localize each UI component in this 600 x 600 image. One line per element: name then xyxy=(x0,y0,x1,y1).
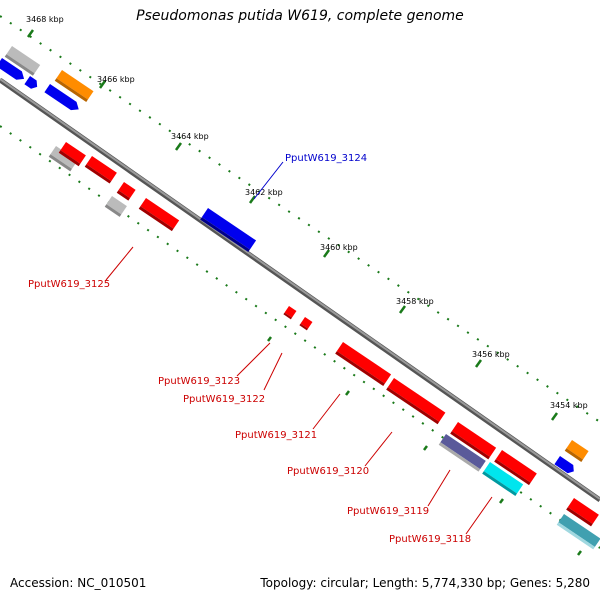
major-tick xyxy=(398,305,407,314)
gene-red xyxy=(566,498,599,527)
gene-label: PputW619_3122 xyxy=(183,394,265,405)
major-tick xyxy=(174,142,183,151)
leader-line xyxy=(427,469,451,507)
major-tick xyxy=(322,249,331,258)
major-tick xyxy=(474,359,483,368)
gene-label: PputW619_3125 xyxy=(28,279,110,290)
leader-line xyxy=(364,431,393,467)
gene-labels: PputW619_3124 PputW619_3125 PputW619_312… xyxy=(28,153,471,545)
gene-blue xyxy=(44,84,79,111)
leader-line xyxy=(465,496,493,535)
dotted-tracks xyxy=(0,15,600,549)
minor-tick xyxy=(499,498,504,504)
gene-label: PputW619_3123 xyxy=(158,376,240,387)
tick-label: 3464 kbp xyxy=(171,132,209,141)
tick-label: 3466 kbp xyxy=(97,75,135,84)
gene-red xyxy=(84,156,117,184)
gene-red xyxy=(138,198,180,232)
gene-orange xyxy=(564,440,589,462)
gene-label: PputW619_3118 xyxy=(389,534,471,545)
gene-red xyxy=(58,142,86,167)
gene-blue xyxy=(200,208,257,253)
gene-cyan xyxy=(482,462,524,496)
genome-backbone xyxy=(0,77,600,503)
leader-line xyxy=(105,246,134,281)
major-tick xyxy=(98,80,107,89)
gene-red xyxy=(494,450,537,486)
gene-red xyxy=(335,342,392,387)
gene-slate xyxy=(438,434,486,472)
outer-tick-track xyxy=(0,15,600,423)
gene-gray xyxy=(48,146,78,172)
gene-red xyxy=(386,378,446,425)
minor-tick xyxy=(267,336,272,342)
gene-label: PputW619_3119 xyxy=(347,506,429,517)
leader-line xyxy=(312,393,341,430)
gene-blue xyxy=(554,456,574,474)
gene-label: PputW619_3120 xyxy=(287,466,369,477)
gene-gray xyxy=(104,196,127,217)
minor-tick xyxy=(577,550,582,556)
leader-line xyxy=(263,352,283,391)
tick-label: 3458 kbp xyxy=(396,297,434,306)
map-title: Pseudomonas putida W619, complete genome xyxy=(136,8,464,24)
major-tick xyxy=(26,29,35,38)
gene-blue xyxy=(24,76,38,89)
genome-summary-text: Topology: circular; Length: 5,774,330 bp… xyxy=(260,576,590,590)
minor-tick xyxy=(345,390,350,396)
tick-label: 3456 kbp xyxy=(472,350,510,359)
gene-gray xyxy=(4,46,41,76)
major-tick xyxy=(550,412,559,421)
leader-line xyxy=(253,161,284,200)
major-ticks xyxy=(26,29,582,556)
gene-orange xyxy=(54,70,94,103)
gene-teal xyxy=(556,514,600,550)
gene-label: PputW619_3124 xyxy=(285,153,367,164)
leader-lines xyxy=(105,161,493,535)
accession-text: Accession: NC_010501 xyxy=(10,576,147,590)
major-tick xyxy=(248,195,257,204)
scale-labels: 3468 kbp 3466 kbp 3464 kbp 3462 kbp 3460… xyxy=(26,15,588,410)
minor-tick xyxy=(423,445,428,451)
gene-red xyxy=(283,306,297,320)
gene-red xyxy=(116,182,136,201)
gene-red xyxy=(450,422,497,460)
tick-label: 3468 kbp xyxy=(26,15,64,24)
gene-blue xyxy=(0,58,25,80)
gene-red xyxy=(299,317,313,331)
tick-label: 3462 kbp xyxy=(245,188,283,197)
tick-label: 3460 kbp xyxy=(320,243,358,252)
gene-label: PputW619_3121 xyxy=(235,430,317,441)
tick-label: 3454 kbp xyxy=(550,401,588,410)
leader-line xyxy=(236,342,271,377)
gene-features xyxy=(0,46,600,550)
